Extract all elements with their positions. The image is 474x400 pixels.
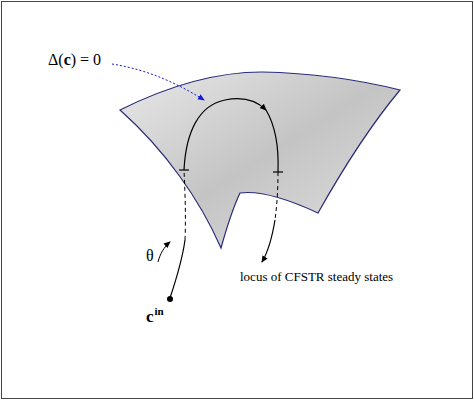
inlet-label: cin — [146, 306, 164, 325]
locus-label: locus of CFSTR steady states — [240, 269, 393, 284]
locus-curve — [262, 220, 275, 262]
parameter-symbol: θ — [146, 247, 154, 264]
equation-part: Δ( — [48, 51, 64, 68]
theta-wrap: θ — [146, 248, 154, 264]
locus-wrap: locus of CFSTR steady states — [240, 270, 393, 283]
trajectory — [170, 240, 185, 298]
equation-part: ) = 0 — [71, 51, 101, 68]
surface-equation: Δ(c) = 0 — [48, 52, 101, 68]
trajectory-arc — [266, 110, 278, 172]
equation-variable: c — [64, 51, 71, 68]
locus-hidden — [275, 172, 278, 220]
inlet-superscript: in — [155, 305, 164, 317]
inlet-point — [167, 296, 173, 302]
theta-arrow — [158, 242, 170, 262]
pointer-arrow — [112, 64, 204, 100]
inlet-symbol: c — [146, 307, 154, 326]
trajectory-arc — [184, 99, 266, 170]
trajectory-hidden — [184, 170, 185, 240]
manifold-surface — [120, 72, 400, 248]
